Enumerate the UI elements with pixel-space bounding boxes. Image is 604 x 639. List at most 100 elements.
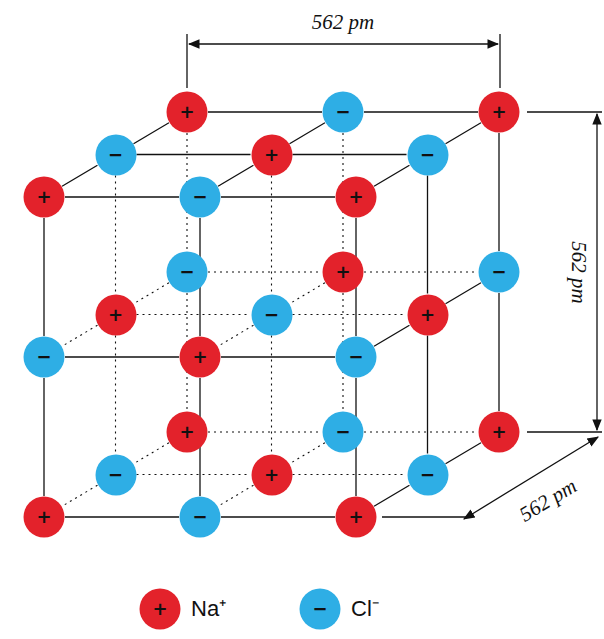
- extension-line: [499, 34, 500, 88]
- ion-circle: +: [179, 336, 221, 378]
- extension-line: [382, 516, 468, 517]
- ion-charge: −: [407, 454, 449, 496]
- ion-charge: +: [335, 176, 377, 218]
- ion-charge: −: [478, 251, 520, 293]
- ion-charge: +: [251, 454, 293, 496]
- ion-charge: −: [23, 336, 65, 378]
- ion-fill: [407, 134, 448, 175]
- lattice-line: [134, 123, 169, 144]
- ion-fill: [180, 177, 221, 218]
- ion-fill: [24, 497, 65, 538]
- lattice-line: [221, 516, 335, 517]
- lattice-line: [446, 123, 481, 144]
- lattice-line: [364, 271, 478, 272]
- ion-fill: [180, 497, 221, 538]
- lattice-line: [137, 154, 251, 155]
- ion-circle: −: [407, 134, 449, 176]
- lattice-line: [115, 336, 116, 454]
- ion-fill: [24, 177, 65, 218]
- ion-circle: −: [23, 336, 65, 378]
- lattice-line: [115, 176, 116, 294]
- ion-charge: +: [179, 336, 221, 378]
- ion-circle: +: [335, 496, 377, 538]
- ion-charge: −: [95, 454, 137, 496]
- lattice-line: [290, 123, 325, 144]
- lattice-line: [374, 485, 409, 506]
- ion-circle: +: [251, 454, 293, 496]
- dimension-line: [596, 114, 597, 430]
- lattice-line: [271, 176, 272, 294]
- ion-fill: [479, 252, 520, 293]
- ion-fill: [323, 252, 364, 293]
- ion-charge: +: [23, 496, 65, 538]
- lattice-line: [221, 196, 335, 197]
- lattice-line: [293, 474, 407, 475]
- lattice-line: [43, 218, 44, 336]
- ion-circle: −: [95, 454, 137, 496]
- ion-fill: [479, 92, 520, 133]
- legend-charge: −: [312, 600, 327, 618]
- lattice-line: [218, 165, 253, 186]
- lattice-line: [290, 283, 325, 304]
- ion-charge: −: [95, 134, 137, 176]
- ion-fill: [167, 412, 208, 453]
- ion-charge: +: [335, 496, 377, 538]
- lattice-line: [364, 111, 478, 112]
- extension-line: [527, 111, 602, 112]
- ion-circle: −: [478, 251, 520, 293]
- lattice-line: [364, 431, 478, 432]
- ion-circle: +: [407, 294, 449, 336]
- ion-fill: [167, 252, 208, 293]
- lattice-line: [65, 516, 179, 517]
- ion-circle: −: [179, 496, 221, 538]
- ion-circle: −: [322, 411, 364, 453]
- ion-circle: +: [95, 294, 137, 336]
- legend-text: Cl⁻: [351, 598, 379, 620]
- lattice-line: [208, 431, 322, 432]
- ion-charge: +: [95, 294, 137, 336]
- ion-circle: −: [407, 454, 449, 496]
- ion-charge: −: [335, 336, 377, 378]
- extension-line: [527, 431, 602, 432]
- legend-charge: +: [152, 600, 167, 618]
- ion-fill: [95, 134, 136, 175]
- ion-fill: [251, 294, 292, 335]
- lattice-line: [134, 443, 169, 464]
- lattice-line: [208, 271, 322, 272]
- lattice-line: [62, 325, 97, 346]
- ion-circle: −: [335, 336, 377, 378]
- lattice-line: [374, 165, 409, 186]
- ion-circle: +: [166, 91, 208, 133]
- ion-fill: [336, 337, 377, 378]
- dimension-line: [189, 43, 498, 44]
- ion-circle: +: [23, 176, 65, 218]
- dimension-label: 562 pm: [310, 12, 376, 33]
- lattice-line: [293, 314, 407, 315]
- ion-fill: [251, 134, 292, 175]
- lattice-line: [446, 283, 481, 304]
- ion-fill: [323, 92, 364, 133]
- ion-circle: −: [166, 251, 208, 293]
- ion-charge: +: [478, 91, 520, 133]
- lattice-line: [427, 336, 428, 454]
- ion-circle: +: [335, 176, 377, 218]
- lattice-line: [427, 176, 428, 294]
- ion-charge: −: [322, 91, 364, 133]
- ion-fill: [251, 454, 292, 495]
- lattice-line: [218, 485, 253, 506]
- legend-item: Cl⁻: [299, 588, 379, 630]
- lattice-line: [65, 356, 179, 357]
- ion-circle: +: [251, 134, 293, 176]
- ion-fill: [336, 497, 377, 538]
- ion-charge: −: [322, 411, 364, 453]
- ion-charge: −: [166, 251, 208, 293]
- ion-charge: +: [166, 411, 208, 453]
- ion-charge: +: [251, 134, 293, 176]
- lattice-line: [137, 474, 251, 475]
- lattice-line: [271, 336, 272, 454]
- lattice-line: [498, 293, 499, 411]
- ion-charge: +: [478, 411, 520, 453]
- lattice-line: [134, 283, 169, 304]
